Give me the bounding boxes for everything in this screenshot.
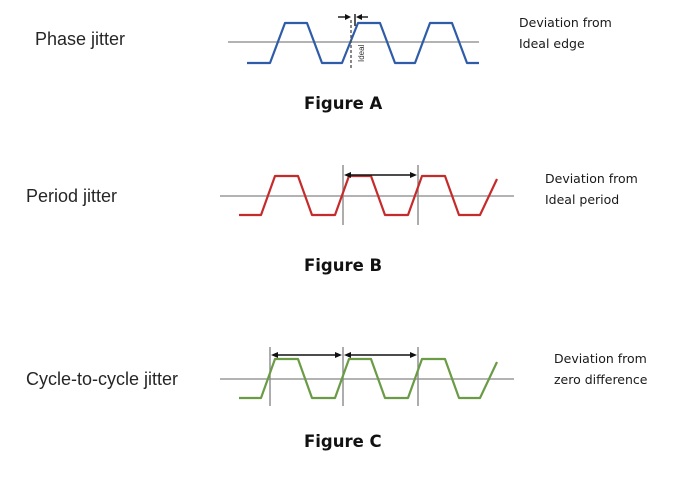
figure-c-waveform [239, 357, 498, 400]
cycle-to-cycle-jitter-label: Cycle-to-cycle jitter [26, 369, 179, 389]
cycle-to-cycle-jitter-note: Deviation from zero difference [554, 348, 648, 390]
figure-a-waveform [247, 21, 479, 65]
figure-a-arrowhead-left [345, 14, 351, 20]
figure-b-arrowhead-left [344, 172, 351, 178]
phase-jitter-note-line1: Deviation from [519, 15, 612, 30]
phase-jitter-note: Deviation from Ideal edge [519, 12, 612, 54]
figure-c-caption: Figure C [304, 432, 382, 451]
figure-c-arrow-2-head-right [410, 352, 417, 358]
phase-jitter-note-line2: Ideal edge [519, 36, 585, 51]
figure-b-arrowhead-right [410, 172, 417, 178]
figure-a-ideal-label: Ideal [357, 44, 366, 62]
period-jitter-note-line2: Ideal period [545, 192, 620, 207]
period-jitter-label: Period jitter [26, 186, 118, 206]
figure-b-caption: Figure B [304, 256, 383, 275]
figure-c-arrow-2-head-left [344, 352, 351, 358]
figure-a-arrowhead-right [356, 14, 362, 20]
cycle-to-cycle-jitter-note-line2: zero difference [554, 372, 648, 387]
period-jitter-note: Deviation from Ideal period [545, 168, 638, 210]
figure-a-caption: Figure A [304, 94, 383, 113]
phase-jitter-label: Phase jitter [35, 29, 126, 49]
figure-b-waveform [239, 174, 498, 217]
figure-c-arrow-1-head-left [271, 352, 278, 358]
cycle-to-cycle-jitter-note-line1: Deviation from [554, 351, 647, 366]
period-jitter-note-line1: Deviation from [545, 171, 638, 186]
figure-c-arrow-1-head-right [335, 352, 342, 358]
